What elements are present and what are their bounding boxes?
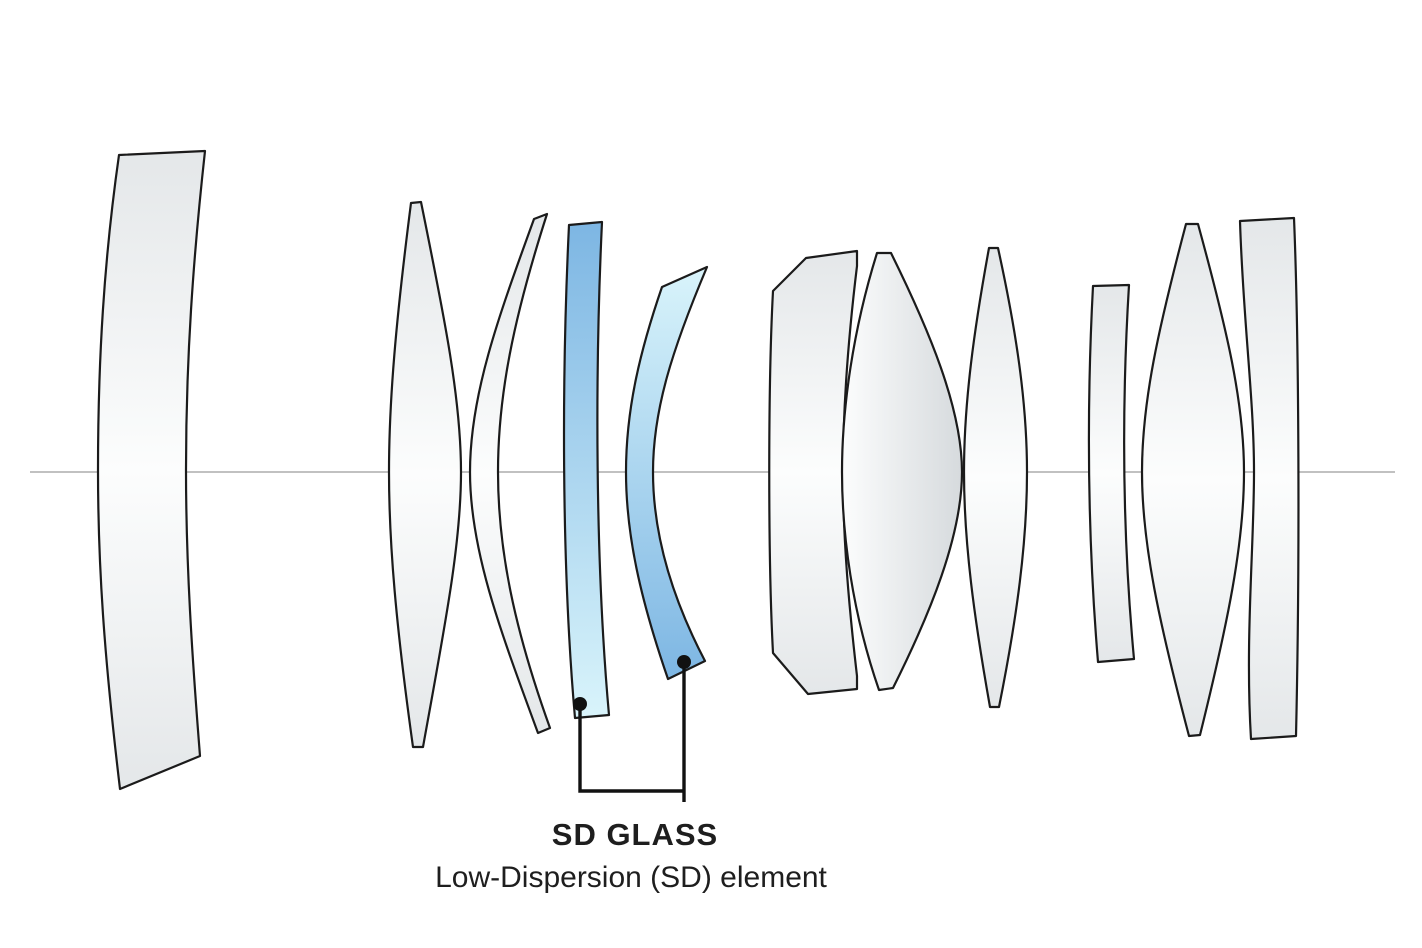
lens-element-5-sd-glass	[624, 265, 709, 681]
lens-element-2	[387, 200, 463, 749]
sd-glass-sublabel: Low-Dispersion (SD) element	[435, 861, 827, 894]
lens-element-10	[1140, 222, 1246, 738]
callout-dot-rear-element	[677, 655, 691, 669]
sd-glass-callout	[573, 655, 691, 802]
callout-bracket-line	[578, 662, 686, 802]
lens-element-8	[962, 246, 1029, 709]
callout-dot-front-element	[573, 697, 587, 711]
sd-glass-label: SD GLASS	[551, 817, 719, 852]
lens-element-1	[96, 149, 207, 791]
lens-element-3	[468, 212, 552, 735]
lens-element-7	[840, 251, 964, 692]
lens-element-9	[1087, 283, 1136, 664]
lens-element-11	[1238, 216, 1300, 741]
lens-element-6	[768, 249, 859, 696]
lens-element-4-sd-glass	[562, 220, 611, 720]
